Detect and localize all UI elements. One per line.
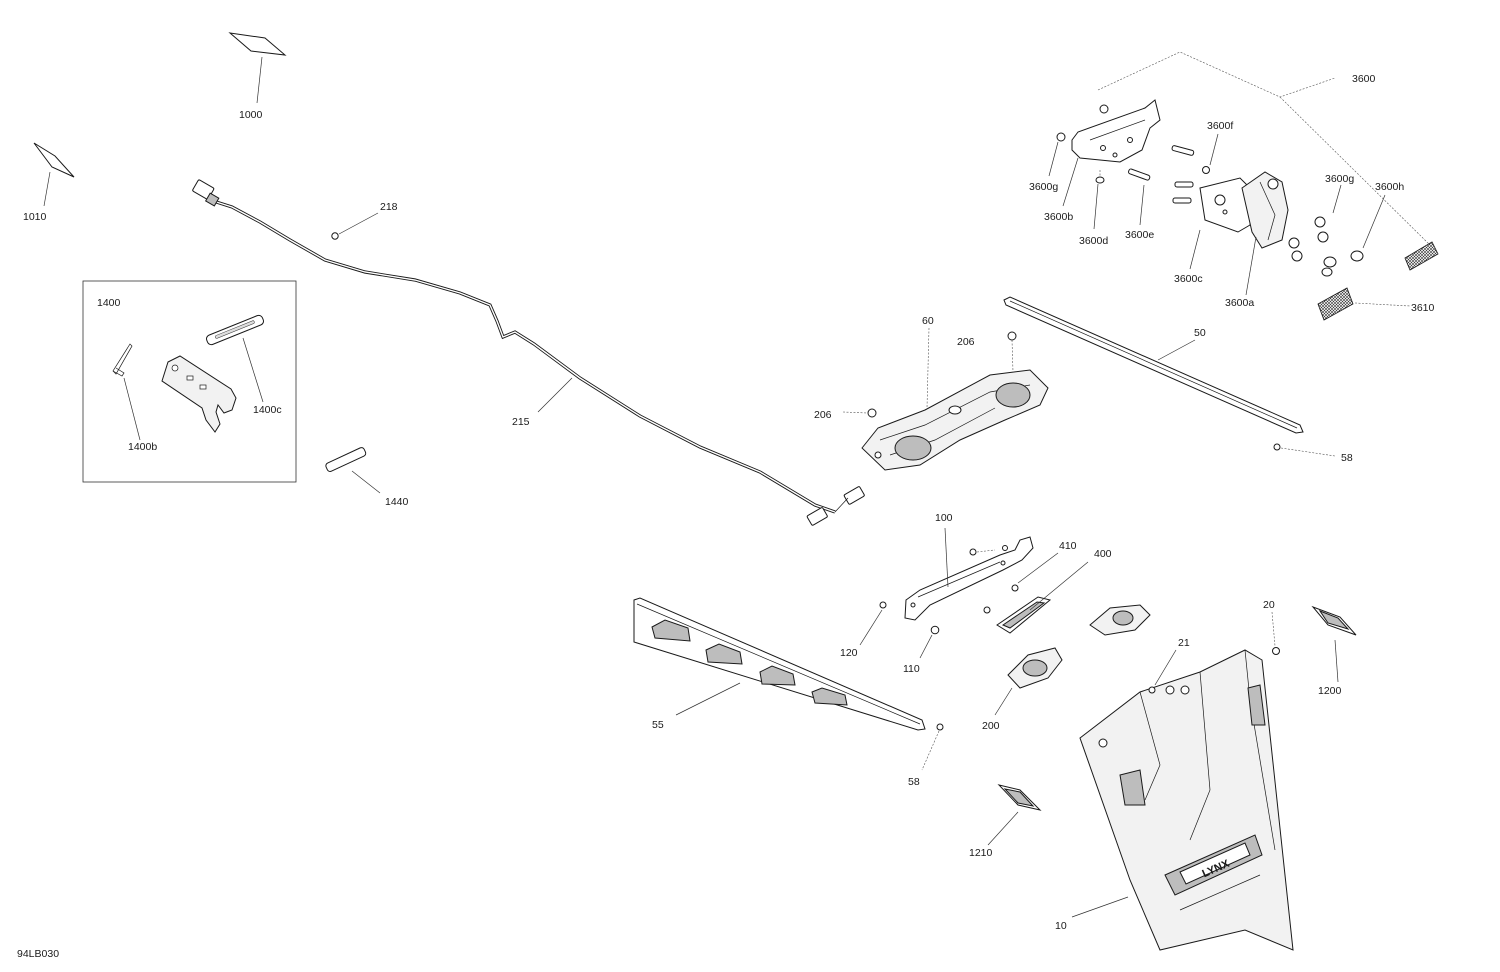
nut-120[interactable] [859, 601, 887, 646]
label-58-upper: 58 [1341, 452, 1353, 464]
label-1400c: 1400c [253, 404, 282, 416]
label-1010: 1010 [23, 211, 47, 223]
label-3600a: 3600a [1225, 297, 1254, 309]
label-1440: 1440 [385, 496, 409, 508]
label-200: 200 [982, 720, 1000, 732]
label-50: 50 [1194, 327, 1206, 339]
fastener-218[interactable] [331, 212, 379, 240]
allen-key-1400b[interactable] [112, 343, 141, 441]
caps-3600h[interactable] [1321, 194, 1386, 277]
wiring-harness-215[interactable] [192, 179, 865, 526]
label-410: 410 [1059, 540, 1077, 552]
label-1210: 1210 [969, 847, 993, 859]
nut-3600g-left[interactable] [1048, 132, 1066, 177]
label-60: 60 [922, 315, 934, 327]
bolt-3600f[interactable] [1171, 133, 1219, 174]
label-3600g-right: 3600g [1325, 173, 1354, 185]
pin-1440[interactable] [325, 447, 381, 494]
nut-410[interactable] [1011, 552, 1059, 592]
label-3600e: 3600e [1125, 229, 1154, 241]
light-bracket-100[interactable] [904, 527, 1034, 621]
tool-strap-1400c[interactable] [205, 314, 264, 403]
label-55: 55 [652, 719, 664, 731]
light-unit-200[interactable] [994, 647, 1063, 716]
trim-rail-50[interactable] [1003, 296, 1304, 434]
label-58-lower: 58 [908, 776, 920, 788]
label-3600g-left: 3600g [1029, 181, 1058, 193]
label-3600c: 3600c [1174, 273, 1203, 285]
label-3600f: 3600f [1207, 120, 1233, 132]
light-unit-right[interactable] [1089, 604, 1151, 636]
label-3600d: 3600d [1079, 235, 1108, 247]
screw-206-upper[interactable] [1007, 331, 1017, 373]
label-120: 120 [840, 647, 858, 659]
label-400: 400 [1094, 548, 1112, 560]
label-3600: 3600 [1352, 73, 1376, 85]
label-100: 100 [935, 512, 953, 524]
label-206-lower: 206 [814, 409, 832, 421]
label-215: 215 [512, 416, 530, 428]
line-3600b [1062, 157, 1079, 207]
nut-3600-top[interactable] [1099, 104, 1109, 114]
label-218: 218 [380, 201, 398, 213]
label-10: 10 [1055, 920, 1067, 932]
nut-110[interactable] [919, 625, 940, 659]
nuts-3600g[interactable] [1288, 184, 1342, 262]
decal-1000[interactable] [228, 32, 287, 104]
mud-flap-10[interactable]: LYNX [1071, 649, 1294, 951]
screw-21[interactable] [1148, 649, 1177, 694]
label-3610: 3610 [1411, 302, 1435, 314]
nut-58-lower[interactable] [921, 723, 944, 771]
label-3600b: 3600b [1044, 211, 1073, 223]
hinge-3600a[interactable] [1241, 171, 1289, 296]
side-panel-55[interactable] [633, 597, 926, 731]
wrench-1400[interactable] [161, 355, 237, 433]
label-1400: 1400 [97, 297, 121, 309]
nut-under-100[interactable] [969, 548, 996, 556]
label-1200: 1200 [1318, 685, 1342, 697]
label-3600h: 3600h [1375, 181, 1404, 193]
label-21: 21 [1178, 637, 1190, 649]
tool-kit-box [82, 280, 297, 483]
bolt-3600e[interactable] [1128, 168, 1151, 226]
reflector-1210[interactable] [987, 784, 1042, 846]
screw-206-lower[interactable] [842, 408, 877, 418]
lens-400[interactable] [996, 561, 1089, 634]
label-1000: 1000 [239, 109, 263, 121]
decal-3600-right[interactable] [1404, 241, 1439, 271]
plate-3600c[interactable] [1172, 177, 1253, 270]
nut-near-lens[interactable] [983, 606, 991, 614]
washer-3600d[interactable] [1093, 170, 1105, 230]
screw-20[interactable] [1271, 611, 1280, 655]
hinge-group-3600 [1097, 51, 1436, 251]
label-110: 110 [903, 663, 920, 675]
nut-58-upper[interactable] [1273, 443, 1336, 457]
label-206-upper: 206 [957, 336, 975, 348]
diagram-code: 94LB030 [17, 948, 59, 960]
decal-3610[interactable] [1317, 287, 1411, 321]
label-20: 20 [1263, 599, 1275, 611]
plate-bracket-3600b[interactable] [1071, 99, 1161, 163]
tail-light-housing-60[interactable] [861, 327, 1049, 471]
reflector-1200[interactable] [1311, 605, 1357, 683]
decal-1010[interactable] [33, 142, 75, 207]
label-1400b: 1400b [128, 441, 157, 453]
